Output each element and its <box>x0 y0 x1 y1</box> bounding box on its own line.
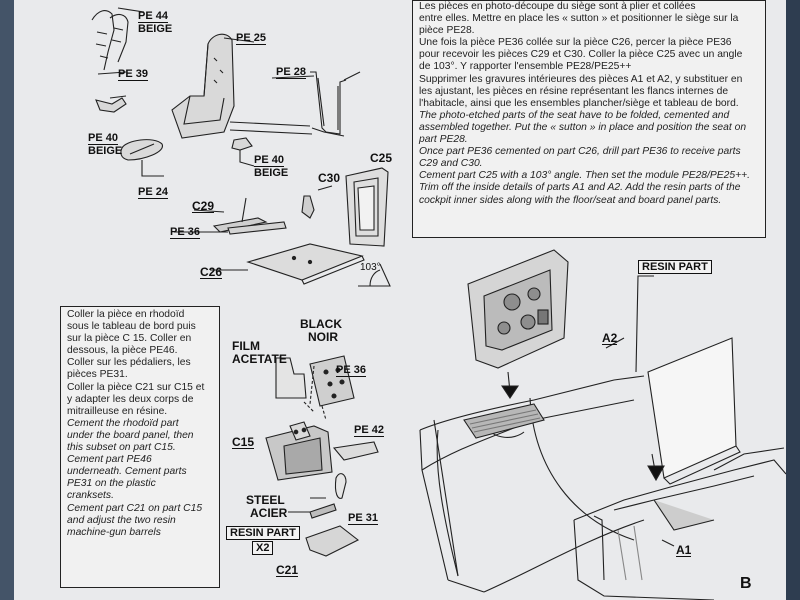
bl-en-4: underneath. Cement parts <box>67 466 187 478</box>
bl-fr-7: y adapter les deux corps de <box>67 393 194 405</box>
label-pe42: PE 42 <box>354 424 384 437</box>
label-a2: A2 <box>602 331 618 345</box>
label-beige-3: BEIGE <box>254 167 289 179</box>
bl-en-6: cranksets. <box>67 490 114 502</box>
tr-fr-4: pour recevoir les pièces C29 et C30. Col… <box>419 49 743 61</box>
label-acier: ACIER <box>250 506 288 520</box>
label-a1: A1 <box>676 543 692 557</box>
bl-fr-1: sous le tableau de bord puis <box>67 321 196 333</box>
bl-en-8: and adjust the two resin <box>67 514 176 526</box>
label-c29: C29 <box>192 199 215 213</box>
label-pe40-left: PE 40 <box>88 132 118 145</box>
instruction-sheet: PE 44 BEIGE PE 39 PE 40 BEIGE PE 24 PE 2… <box>14 0 786 600</box>
label-c25: C25 <box>370 151 393 165</box>
label-pe36-lower: PE 36 <box>336 364 366 377</box>
tr-fr-1: entre elles. Mettre en place les « sutto… <box>419 13 739 25</box>
label-c30: C30 <box>318 171 341 185</box>
instructions-top-right: Les pièces en photo-découpe du siège son… <box>412 0 766 238</box>
label-c26: C26 <box>200 265 223 279</box>
tr-fr-0: Les pièces en photo-découpe du siège son… <box>419 1 696 12</box>
label-resin-part-right: RESIN PART <box>638 260 712 274</box>
tr-en-1: assembled together. Put the « sutton » i… <box>419 121 747 133</box>
label-pe44: PE 44 <box>138 10 168 23</box>
bl-fr-5: pièces PE31. <box>67 369 128 381</box>
label-resin-part-left: RESIN PART <box>226 526 300 540</box>
tr-en-2: part PE28. <box>419 134 468 146</box>
label-angle: 103° <box>360 262 381 273</box>
bl-fr-2: sur la pièce C 15. Coller en <box>67 333 192 345</box>
tr-en-7: cockpit inner sides along with the floor… <box>419 194 722 206</box>
label-noir: NOIR <box>308 330 338 344</box>
bl-en-2: this subset on part C15. <box>67 442 176 454</box>
bl-fr-4: Coller sur les pédaliers, les <box>67 357 191 369</box>
tr-en-4: C29 and C30. <box>419 158 483 170</box>
tr-en-5: Cement part C25 with a 103° angle. Then … <box>419 170 750 182</box>
tr-fr-3: Une fois la pièce PE36 collée sur la piè… <box>419 37 732 49</box>
label-pe39: PE 39 <box>118 68 148 81</box>
background-right-edge <box>786 0 800 600</box>
label-beige-1: BEIGE <box>138 23 173 35</box>
label-black: BLACK <box>300 317 342 331</box>
background-left-edge <box>0 0 14 600</box>
tr-fr-6: Supprimer les gravures intérieures des p… <box>419 73 743 85</box>
tr-fr-7: les ajustant, les pièces en résine repré… <box>419 85 729 97</box>
label-beige-2: BEIGE <box>88 145 123 157</box>
instructions-bottom-left: Coller la pièce en rhodoïd sous le table… <box>60 306 220 588</box>
tr-fr-8: l'habitacle, ainsi que les ensembles pla… <box>419 97 739 109</box>
bl-en-9: machine-gun barrels <box>67 526 161 538</box>
label-c21: C21 <box>276 563 299 577</box>
bl-fr-0: Coller la pièce en rhodoïd <box>67 309 185 320</box>
label-pe28: PE 28 <box>276 66 306 79</box>
label-pe31: PE 31 <box>348 512 378 525</box>
tr-en-3: Once part PE36 cemented on part C26, dri… <box>419 146 741 158</box>
label-film: FILM <box>232 339 260 353</box>
label-pe25: PE 25 <box>236 32 266 45</box>
bl-en-7: Cement part C21 on part C15 <box>67 502 203 514</box>
assembly-drawing <box>91 7 786 600</box>
label-pe40-right: PE 40 <box>254 154 284 167</box>
bl-en-0: Cement the rhodoïd part <box>67 417 179 429</box>
bl-en-3: Cement part PE46 <box>67 454 152 466</box>
bl-en-5: PE31 on the plastic <box>67 478 156 490</box>
tr-fr-2: pièce PE28. <box>419 25 475 37</box>
bl-fr-3: dessous, la pièce PE46. <box>67 345 178 357</box>
label-x2: X2 <box>252 541 274 555</box>
tr-en-0: The photo-etched parts of the seat have … <box>419 109 730 121</box>
label-steel: STEEL <box>246 493 285 507</box>
bl-fr-6: Coller la pièce C21 sur C15 et <box>67 381 205 393</box>
label-pe24: PE 24 <box>138 186 168 199</box>
page-letter: B <box>740 575 752 592</box>
bl-fr-8: mitrailleuse en résine. <box>67 405 168 417</box>
label-pe36-top: PE 36 <box>170 226 200 239</box>
tr-en-6: Trim off the inside details of parts A1 … <box>419 182 741 194</box>
label-c15: C15 <box>232 435 255 449</box>
bl-en-1: under the board panel, then <box>67 429 194 441</box>
label-acetate: ACETATE <box>232 352 287 366</box>
tr-fr-5: de 103°. Y rapporter l'ensemble PE28/PE2… <box>419 61 632 73</box>
